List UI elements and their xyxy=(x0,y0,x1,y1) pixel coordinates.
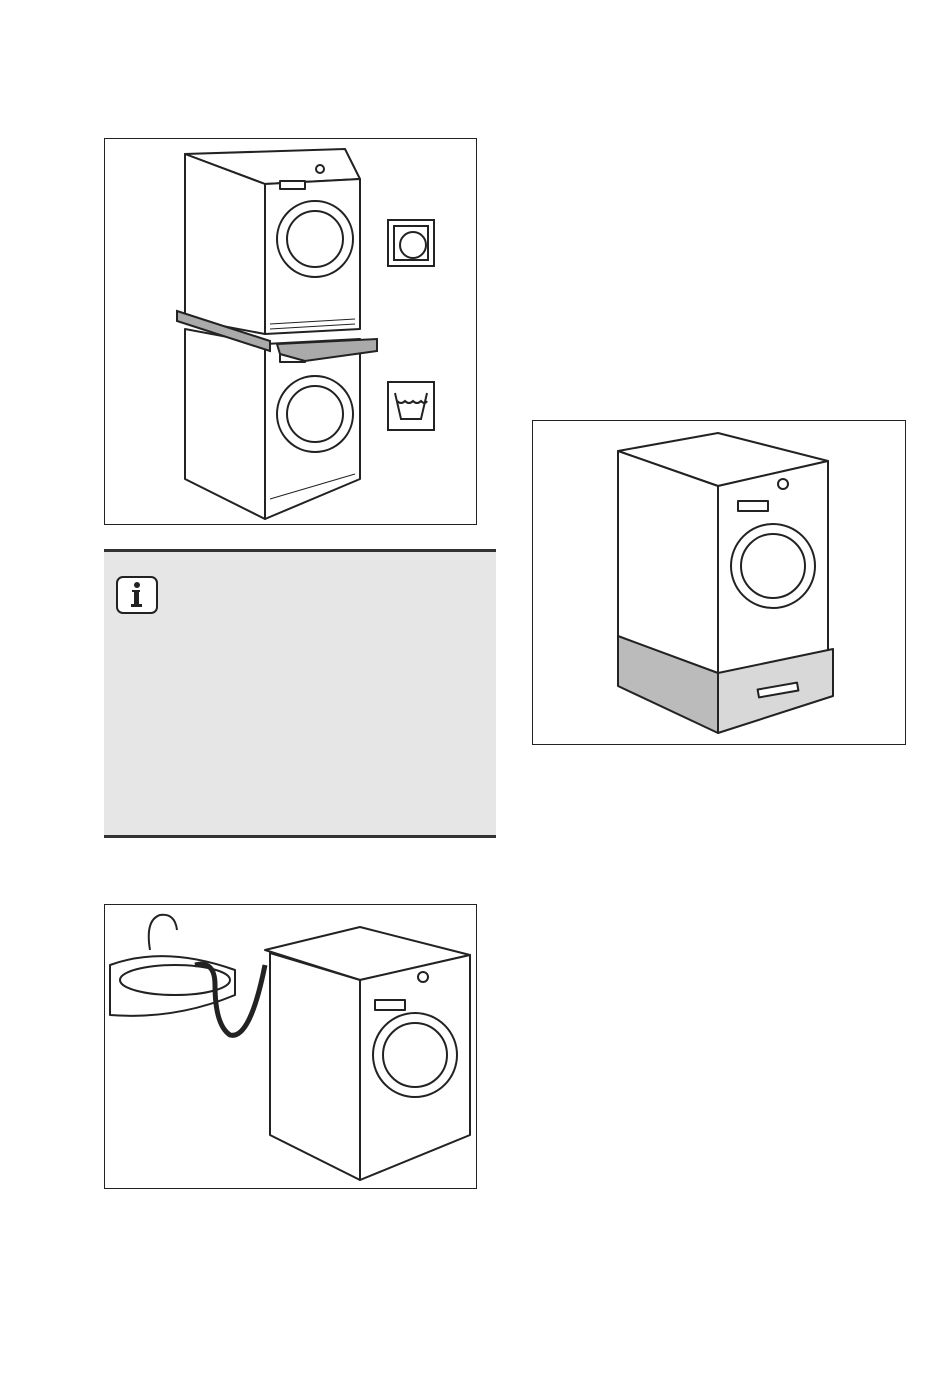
info-icon xyxy=(116,576,158,614)
stacking-kit-figure xyxy=(104,138,477,525)
pedestal-illustration xyxy=(533,421,905,744)
washing-symbol-icon xyxy=(387,381,435,431)
sink-drain-illustration xyxy=(105,905,476,1188)
stacking-kit-illustration xyxy=(105,139,476,524)
dryer-symbol-icon xyxy=(387,219,435,267)
sink-drain-figure xyxy=(104,904,477,1189)
info-box xyxy=(104,549,496,838)
pedestal-figure xyxy=(532,420,906,745)
